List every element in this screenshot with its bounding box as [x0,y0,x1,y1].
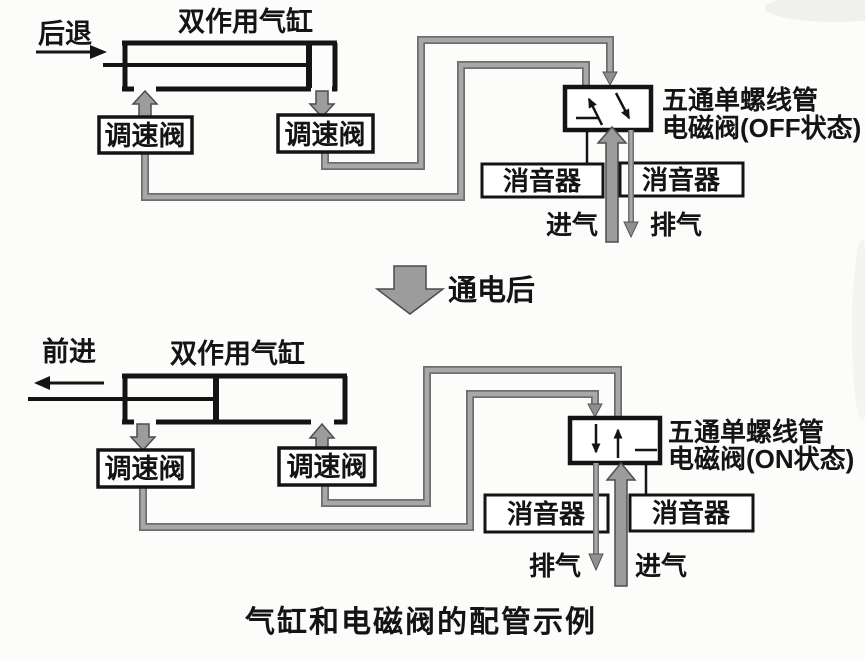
cylinder-label: 双作用气缸 [170,338,305,369]
intake-up-arrow-icon [605,461,637,587]
intake-up-arrow-icon [596,125,628,243]
valve-state-line2: 电磁阀(ON状态) [668,444,854,474]
advance-label: 前进 [42,336,96,367]
muffler-left: 消音器 [480,162,605,199]
cylinder-label: 双作用气缸 [178,6,313,37]
intake-pipe [141,61,590,201]
speed-valve-right-label: 调速阀 [287,452,368,482]
exhaust-pipe [321,36,618,170]
double-acting-cylinder [103,40,338,92]
speed-valve-left-label: 调速阀 [105,454,186,484]
exhaust-pipe [139,390,603,531]
speed-valve-right-label: 调速阀 [285,120,366,150]
speed-valve-right: 调速阀 [276,113,375,154]
exhaust-label: 排气 [529,551,581,581]
valve-cross-flow-arrow-icon [614,92,631,120]
transition: 通电后 [374,265,535,315]
speed-valve-left: 调速阀 [97,115,194,155]
cylinder-outflow-arrow-icon [129,423,157,452]
double-acting-cylinder [28,373,348,425]
intake-label: 进气 [546,210,598,240]
cylinder-inflow-arrow-icon [131,89,159,118]
exhaust-pipe-arrowhead-icon [587,403,603,419]
muffler-right: 消音器 [618,161,745,198]
retract-direction-arrow-icon [36,45,107,59]
exhaust-label: 排气 [650,210,702,240]
valve-name-line1: 五通单螺线管 [668,417,824,447]
muffler-right-label: 消音器 [652,498,731,528]
cylinder-outflow-arrow-icon [308,90,336,119]
retract-label: 后退 [38,19,92,49]
speed-valve-right: 调速阀 [277,446,377,487]
speed-valve-left-label: 调速阀 [105,121,186,151]
valve-cross-flow-arrow-icon [587,97,604,126]
exhaust-pipe-arrowhead-icon [602,71,618,87]
speed-valve-left: 调速阀 [96,448,195,489]
exhaust-outlet [623,130,639,239]
solenoid-valve-on [567,415,663,495]
transition-down-arrow-icon [374,265,446,315]
muffler-left-label: 消音器 [503,166,582,196]
muffler-right-label: 消音器 [642,165,721,195]
diagram-on: 前进 双作用气缸 [28,336,854,587]
muffler-left: 消音器 [483,493,610,534]
advance-direction-arrow-icon [34,376,104,390]
exhaust-outlet [588,463,604,572]
exhaust-down-arrow-icon [623,221,639,239]
transition-label: 通电后 [448,274,535,307]
muffler-left-label: 消音器 [507,499,586,529]
valve-state-line2: 电磁阀(OFF状态) [662,113,861,143]
valve-name-line1: 五通单螺线管 [662,85,818,115]
cylinder-inflow-arrow-icon [308,422,336,451]
intake-label: 进气 [635,551,687,581]
figure-caption: 气缸和电磁阀的配管示例 [245,605,597,639]
intake-pipe [321,366,622,507]
diagram-off: 后退 双作用气缸 [36,6,861,243]
scan-shadow [765,0,865,22]
scan-shadow [852,240,865,420]
solenoid-valve-off [562,84,654,164]
exhaust-down-arrow-icon [588,553,604,572]
muffler-right: 消音器 [628,493,755,533]
